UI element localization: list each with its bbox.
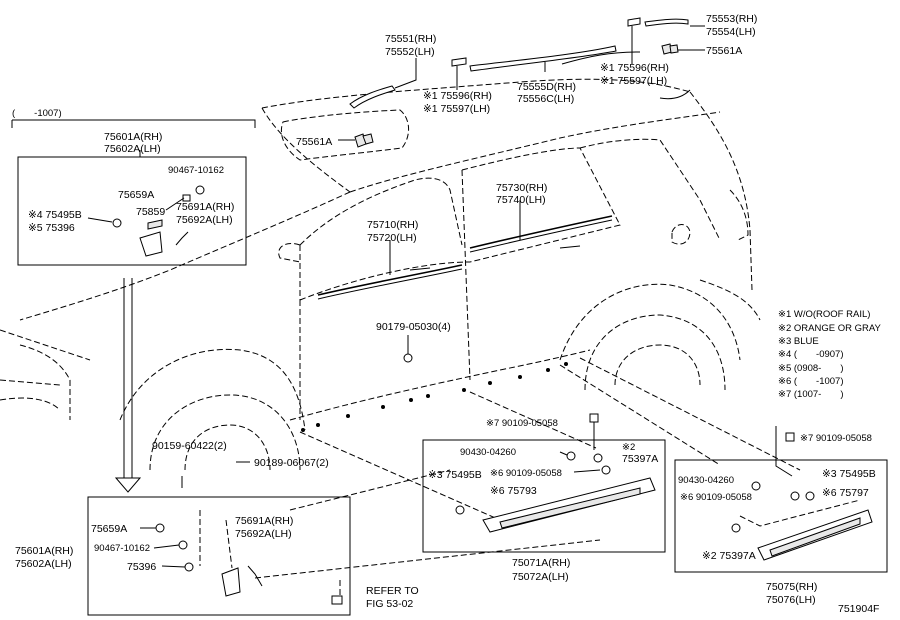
label-90467-top: 90467-10162 bbox=[168, 165, 224, 176]
inset-rocker-front bbox=[422, 413, 666, 553]
inset-rocker-rear bbox=[674, 426, 888, 573]
label-90467-bot: 90467-10162 bbox=[94, 543, 150, 554]
note-6: ※6 ( -1007) bbox=[778, 376, 844, 387]
label-90189: 90189-06067(2) bbox=[254, 457, 329, 469]
label-75396-bot: 75396 bbox=[127, 561, 156, 573]
inset-upper-left bbox=[11, 119, 256, 266]
label-75659a-top: 75659A bbox=[118, 189, 154, 201]
label-75495b-top: ※4 75495B bbox=[28, 209, 82, 221]
label-75551: 75551(RH) bbox=[385, 33, 436, 45]
label-75554: 75554(LH) bbox=[706, 26, 756, 38]
label-75797: ※6 75797 bbox=[822, 487, 869, 499]
footnotes: ※1 W/O(ROOF RAIL) ※2 ORANGE OR GRAY ※3 B… bbox=[778, 309, 881, 400]
label-75075: 75075(RH) bbox=[766, 581, 817, 593]
label-75859: 75859 bbox=[136, 206, 165, 218]
label-75710: 75710(RH) bbox=[367, 219, 418, 231]
label-75552: 75552(LH) bbox=[385, 46, 435, 58]
label-75561a-top: 75561A bbox=[706, 45, 742, 57]
label-75691a-top: 75691A(RH) bbox=[176, 201, 234, 213]
label-75659a-bot: 75659A bbox=[91, 523, 127, 535]
label-75602a-bot: 75602A(LH) bbox=[15, 558, 72, 570]
note-1: ※1 W/O(ROOF RAIL) bbox=[778, 309, 870, 320]
note-4: ※4 ( -0907) bbox=[778, 349, 844, 360]
label-refer-to: REFER TO bbox=[366, 585, 419, 597]
label-75495b-right: ※3 75495B bbox=[822, 468, 876, 480]
inset-lower-left bbox=[87, 496, 351, 616]
label-75553: 75553(RH) bbox=[706, 13, 757, 25]
label-75601a-top: 75601A(RH) bbox=[104, 131, 162, 143]
label-75730: 75730(RH) bbox=[496, 182, 547, 194]
label-75691a-bot: 75691A(RH) bbox=[235, 515, 293, 527]
label-75602a-top: 75602A(LH) bbox=[104, 143, 161, 155]
label-90109-top-mid: ※7 90109-05058 bbox=[486, 418, 558, 429]
label-90430-right: 90430-04260 bbox=[678, 475, 734, 486]
label-75793: ※6 75793 bbox=[490, 485, 537, 497]
label-75692a-bot: 75692A(LH) bbox=[235, 528, 292, 540]
label-75556c: 75556C(LH) bbox=[517, 93, 574, 105]
label-figure-id: 751904F bbox=[838, 603, 879, 615]
label-90430-mid: 90430-04260 bbox=[460, 447, 516, 458]
label-75601a-bot: 75601A(RH) bbox=[15, 545, 73, 557]
label-refer-fig: FIG 53-02 bbox=[366, 598, 413, 610]
rocker-clips bbox=[301, 348, 568, 432]
label-75740: 75740(LH) bbox=[496, 194, 546, 206]
label-75495b-mid: ※3 75495B bbox=[428, 469, 482, 481]
label-75072a: 75072A(LH) bbox=[512, 571, 569, 583]
vehicle-outline bbox=[0, 78, 761, 471]
note-7: ※7 (1007- ) bbox=[778, 389, 844, 400]
label-75596-front: ※1 75596(RH) bbox=[423, 90, 492, 102]
label-90179: 90179-05030(4) bbox=[376, 321, 451, 333]
note-5: ※5 (0908- ) bbox=[778, 363, 844, 374]
label-75720: 75720(LH) bbox=[367, 232, 417, 244]
label-75397a-note: ※2 bbox=[622, 442, 635, 453]
label-75597-front: ※1 75597(LH) bbox=[423, 103, 490, 115]
label-90109-mid: ※6 90109-05058 bbox=[490, 468, 562, 479]
label-75555d: 75555D(RH) bbox=[517, 81, 576, 93]
label-75597-rear: ※1 75597(LH) bbox=[600, 75, 667, 87]
label-75076: 75076(LH) bbox=[766, 594, 816, 606]
label-date-range: ( -1007) bbox=[12, 108, 62, 119]
label-90109-right: ※6 90109-05058 bbox=[680, 492, 752, 503]
label-75692a-top: 75692A(LH) bbox=[176, 214, 233, 226]
label-75397a-mid: 75397A bbox=[622, 453, 658, 465]
label-75071a: 75071A(RH) bbox=[512, 557, 570, 569]
label-75396-top: ※5 75396 bbox=[28, 222, 75, 234]
note-2: ※2 ORANGE OR GRAY bbox=[778, 323, 881, 334]
note-3: ※3 BLUE bbox=[778, 336, 819, 347]
label-75596-rear: ※1 75596(RH) bbox=[600, 62, 669, 74]
label-90109-top-right: ※7 90109-05058 bbox=[800, 433, 872, 444]
label-75397a-right: ※2 75397A bbox=[702, 550, 756, 562]
label-90159: 90159-60422(2) bbox=[152, 440, 227, 452]
label-75561a-mid: 75561A bbox=[296, 136, 332, 148]
labels: 75551(RH) 75552(LH) 75553(RH) 75554(LH) … bbox=[12, 13, 879, 615]
door-moldings bbox=[317, 215, 613, 300]
leader-lines bbox=[114, 25, 801, 600]
